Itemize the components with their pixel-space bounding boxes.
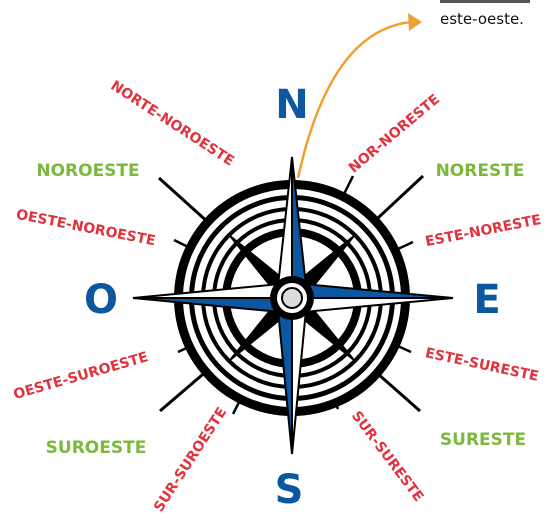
label-suroeste: SUROESTE xyxy=(46,438,147,458)
label-sur-suroeste: SUR-SUROESTE xyxy=(151,405,230,515)
label-este-sureste: ESTE-SURESTE xyxy=(424,345,540,385)
label-east: E xyxy=(473,277,500,323)
annotation-text: este-oeste. xyxy=(440,10,524,28)
label-sur-sureste: SUR-SURESTE xyxy=(348,408,426,505)
label-nor-noreste: NOR-NORESTE xyxy=(346,91,443,176)
label-oeste-noroeste: OESTE-NOROESTE xyxy=(15,207,157,250)
annotation-arrow xyxy=(298,22,412,178)
label-west: O xyxy=(84,277,118,323)
label-south: S xyxy=(275,467,304,513)
annotation-arrowhead xyxy=(408,13,422,31)
label-north: N xyxy=(275,82,308,128)
label-noreste: NORESTE xyxy=(436,161,525,181)
label-noroeste: NOROESTE xyxy=(36,161,139,181)
label-este-noreste: ESTE-NORESTE xyxy=(424,212,543,250)
annotation-cropped-text xyxy=(440,0,530,3)
label-oeste-suroeste: OESTE-SUROESTE xyxy=(12,349,150,403)
label-sureste: SURESTE xyxy=(440,430,526,450)
label-norte-noroeste: NORTE-NOROESTE xyxy=(108,78,237,170)
compass-center xyxy=(270,276,314,320)
